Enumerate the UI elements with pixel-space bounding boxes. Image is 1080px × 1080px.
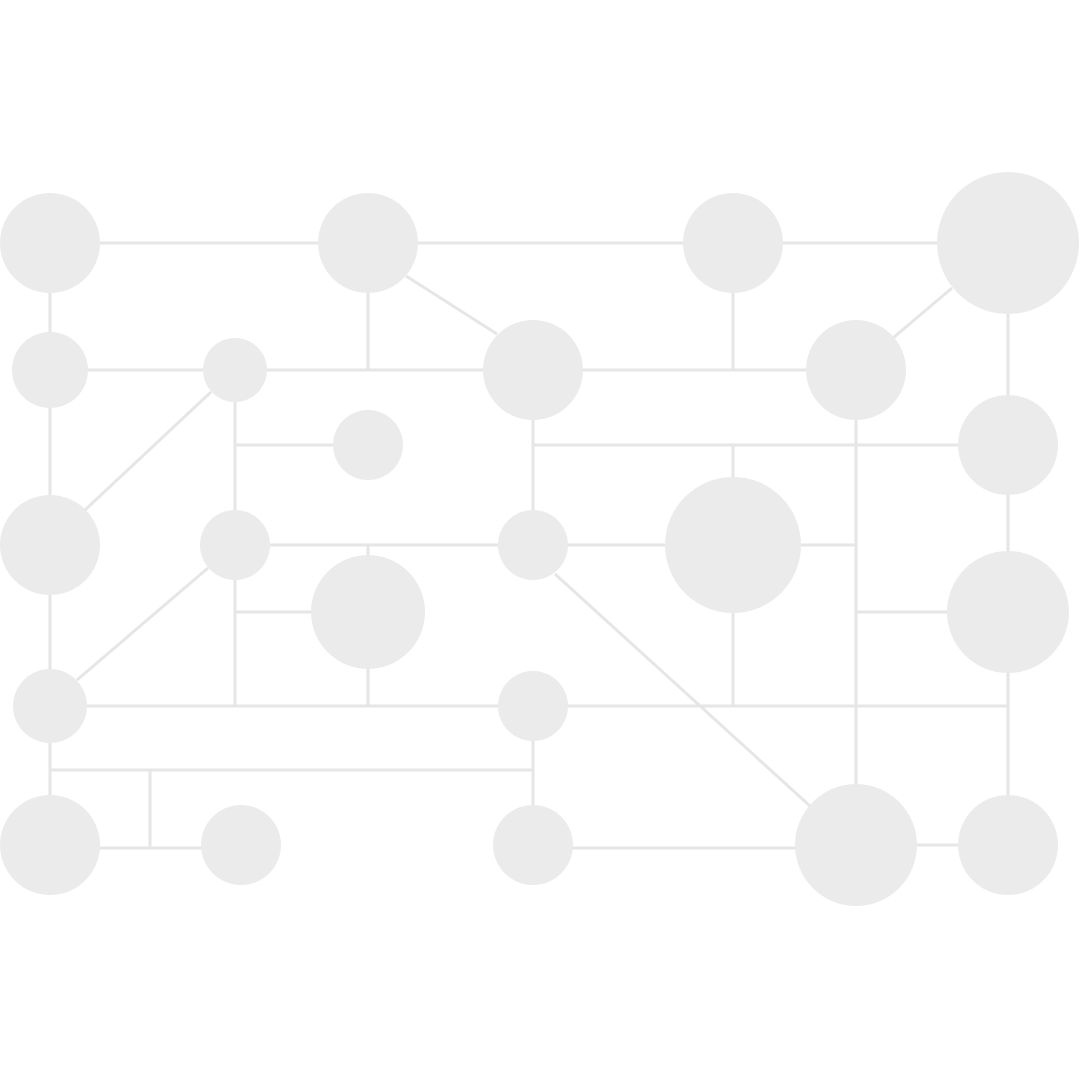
node-circle	[200, 510, 270, 580]
node-circle	[0, 193, 100, 293]
node-circle	[203, 338, 267, 402]
node-circle	[683, 193, 783, 293]
edge-line	[892, 286, 953, 340]
node-circle	[498, 510, 568, 580]
node-circle	[806, 320, 906, 420]
node-circle	[498, 671, 568, 741]
node-circle	[795, 784, 917, 906]
node-circle	[0, 795, 100, 895]
node-circle	[333, 410, 403, 480]
edge-line	[76, 566, 209, 682]
node-circle	[318, 193, 418, 293]
edge-line	[405, 274, 498, 336]
edge-line	[553, 572, 812, 808]
node-circle	[201, 805, 281, 885]
node-circle	[958, 395, 1058, 495]
node-circle	[947, 551, 1069, 673]
edge-line	[83, 390, 213, 512]
node-circle	[493, 805, 573, 885]
node-circle	[937, 172, 1079, 314]
node-circle	[665, 477, 801, 613]
node-circle	[0, 495, 100, 595]
node-circle	[13, 669, 87, 743]
node-circle	[958, 795, 1058, 895]
node-circle	[12, 332, 88, 408]
node-circle	[311, 555, 425, 669]
node-layer	[0, 172, 1079, 906]
node-circle	[483, 320, 583, 420]
